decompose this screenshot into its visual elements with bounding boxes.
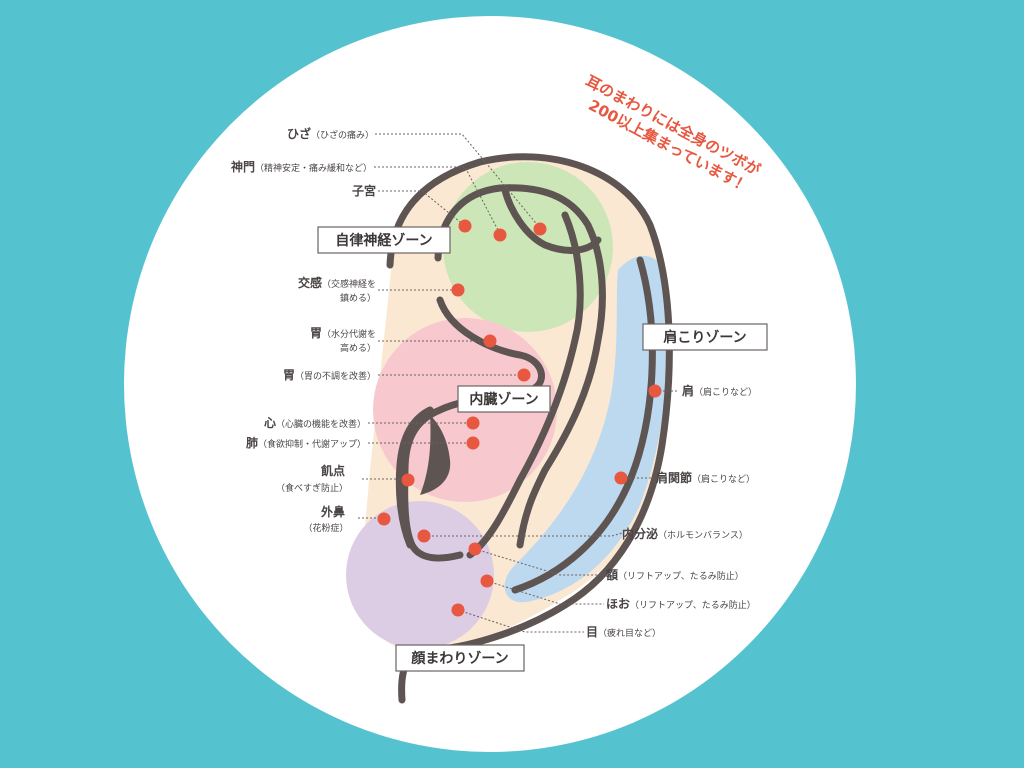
label-shoulder-joint: 肩関節（肩こりなど） — [656, 470, 755, 485]
ear-lobe-outline — [395, 406, 434, 549]
svg-text:自律神経ゾーン: 自律神経ゾーン — [335, 232, 432, 249]
dot-eye — [451, 603, 465, 617]
dot-cheek — [480, 574, 494, 588]
dot-forehead — [468, 542, 482, 556]
svg-text:顔まわりゾーン: 顔まわりゾーン — [410, 650, 508, 667]
zone-label-face: 顔まわりゾーン — [395, 644, 525, 672]
label-heart: 心（心臓の機能を改善） — [264, 416, 366, 430]
label-stomach-water: 胃（水分代謝を — [310, 326, 376, 340]
label-external-nose: 外鼻 — [321, 504, 345, 519]
dot-heart — [466, 416, 480, 430]
ear-inner-helix — [434, 184, 606, 549]
dot-stomach-water — [483, 334, 497, 348]
label-endocrine: 内分泌（ホルモンバランス） — [622, 526, 748, 541]
dot-lung — [466, 436, 480, 450]
label-cheek: ほお（リフトアップ、たるみ防止） — [606, 597, 756, 611]
dot-sympathetic — [451, 283, 465, 297]
dot-endocrine — [417, 529, 431, 543]
svg-text:肩こりゾーン: 肩こりゾーン — [663, 329, 746, 346]
zone-label-organs: 内臓ゾーン — [457, 385, 551, 413]
zone-label-shoulder: 肩こりゾーン — [642, 323, 768, 351]
label-sympathetic: 交感（交感神経を — [298, 275, 376, 290]
zone-shoulder-area — [504, 255, 670, 603]
dot-shenmen — [493, 228, 507, 242]
label-sympathetic-2: 鎮める） — [340, 292, 376, 304]
dot-stomach — [517, 368, 531, 382]
ear-crus — [501, 186, 602, 254]
label-stomach: 胃（胃の不調を改善） — [283, 368, 376, 382]
zone-label-autonomic: 自律神経ゾーン — [317, 226, 451, 254]
dot-shoulder — [648, 384, 662, 398]
label-eye: 目（疲れ目など） — [586, 625, 661, 639]
label-hunger: 飢点 — [320, 463, 345, 478]
dot-knee — [533, 222, 547, 236]
ear-tragus — [420, 415, 451, 495]
label-forehead: 額（リフトアップ、たるみ防止） — [605, 567, 744, 582]
label-knee: ひざ（ひざの痛み） — [287, 126, 374, 141]
label-uterus: 子宮 — [352, 183, 376, 198]
label-lung: 肺（食欲抑制・代謝アップ） — [246, 435, 366, 450]
label-hunger-desc: （食べすぎ防止） — [276, 482, 348, 494]
label-external-nose-desc: （花粉症） — [303, 522, 348, 534]
label-shenmen: 神門（精神安定・痛み緩和など） — [231, 159, 372, 174]
ear-antihelix — [466, 211, 584, 559]
dot-external-nose — [377, 512, 391, 526]
zone-face-area — [346, 501, 494, 649]
label-stomach-water-2: 高める） — [340, 342, 376, 354]
dot-uterus — [458, 219, 472, 233]
dot-hunger — [401, 473, 415, 487]
label-shoulder: 肩（肩こりなど） — [682, 383, 757, 398]
svg-text:内臓ゾーン: 内臓ゾーン — [469, 391, 538, 408]
dot-shoulder-joint — [614, 471, 628, 485]
